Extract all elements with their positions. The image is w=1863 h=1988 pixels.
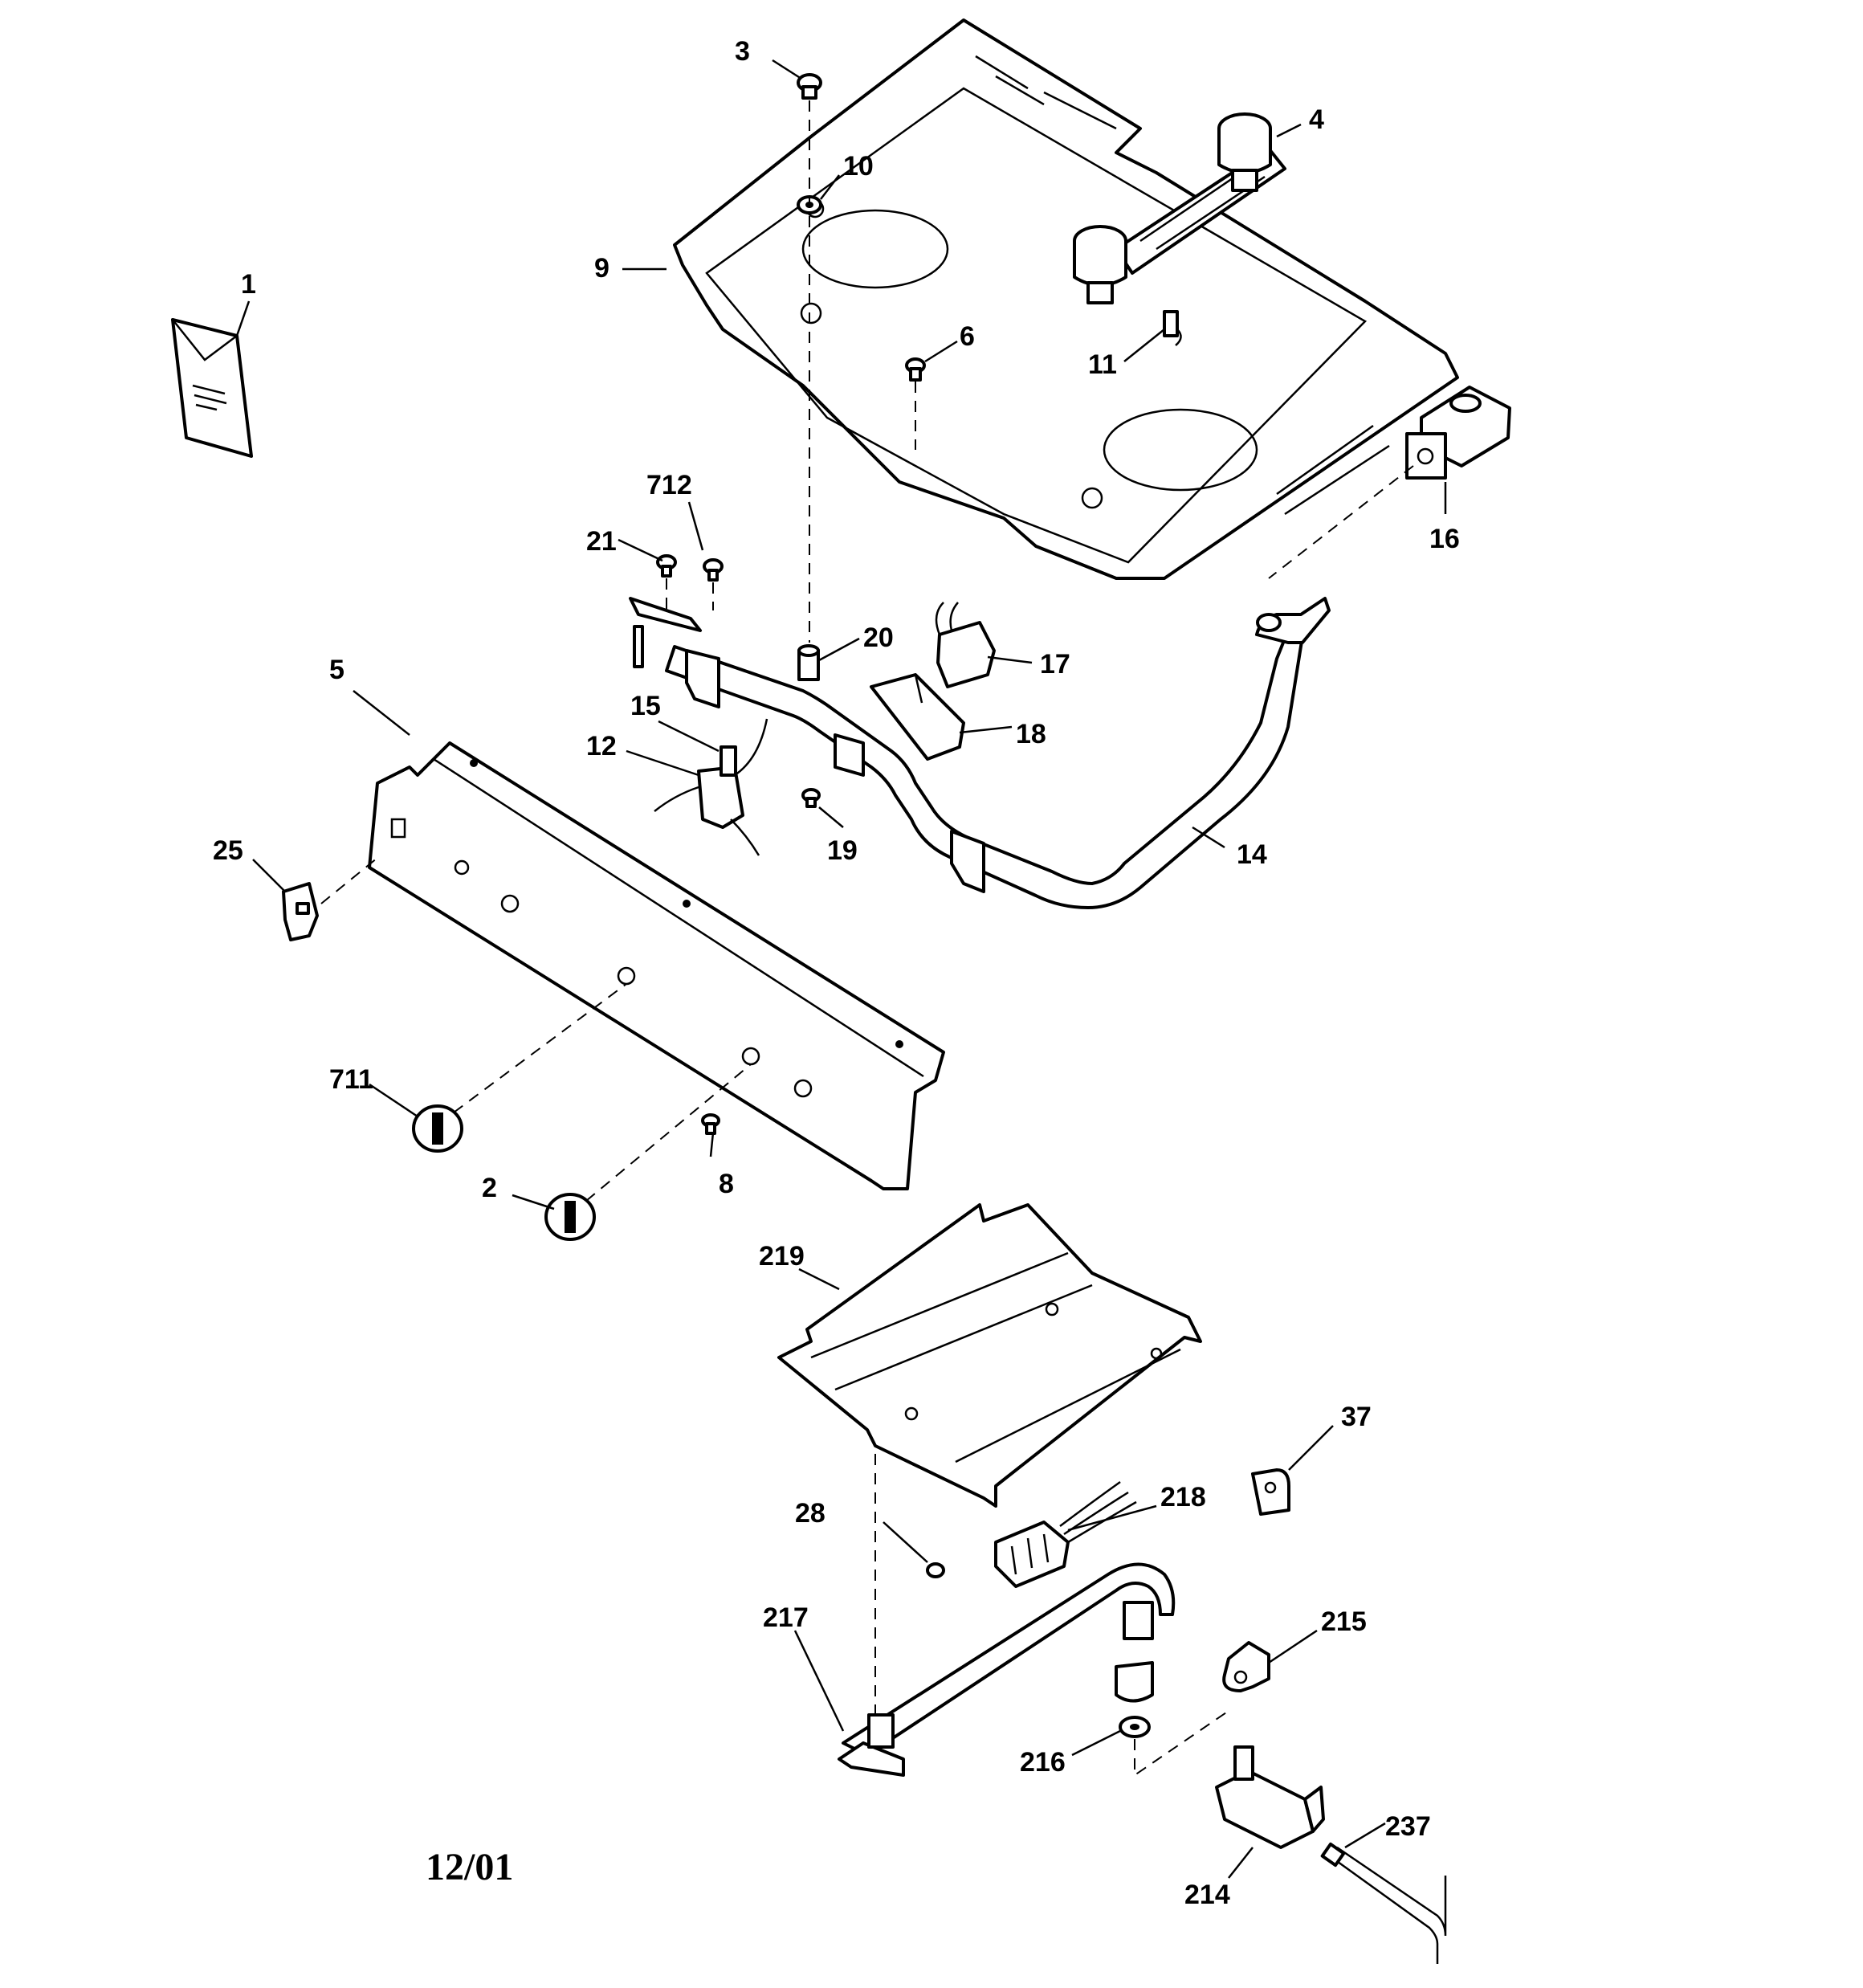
part-711-knob [412,1104,463,1153]
callout-216: 216 [1020,1747,1066,1778]
callout-16: 16 [1429,524,1460,554]
part-217-burner-tube [838,1562,1176,1777]
part-14-manifold [629,597,1331,909]
date-code: 12/01 [426,1846,513,1888]
alignment-line-711 [453,983,627,1113]
callout-8: 8 [719,1169,734,1199]
callout-12: 12 [586,731,617,761]
part-20-orifice [797,644,820,681]
callout-9: 9 [594,253,609,284]
callout-6: 6 [960,321,975,352]
callout-2: 2 [482,1173,497,1203]
callout-1: 1 [241,269,256,300]
part-3-screw [797,73,822,100]
part-214-valve [1215,1745,1325,1849]
part-25-switch [282,882,319,941]
part-219-baffle [777,1203,1202,1508]
callout-711: 711 [329,1064,373,1095]
part-12-valve [654,718,768,856]
part-4-burners [1073,112,1286,304]
callout-21: 21 [586,526,617,557]
part-712-screw [703,558,724,582]
callout-18: 18 [1016,719,1046,749]
callout-217: 217 [763,1602,809,1633]
callout-11: 11 [1088,349,1117,380]
callout-15: 15 [630,691,661,721]
leader-lines [235,59,1447,1879]
part-2-knob [544,1193,596,1241]
alignment-line-2 [585,1063,752,1202]
callout-237: 237 [1385,1811,1431,1842]
part-5-control-panel [368,741,945,1190]
part-9-burner-box [673,18,1459,580]
callout-3: 3 [735,36,750,67]
callout-10: 10 [843,151,874,182]
part-19-screw [801,788,821,808]
callout-labels: 1 2 3 4 5 6 8 9 10 11 12 14 15 16 17 18 … [213,36,1460,1910]
part-8-screw [701,1113,720,1135]
callout-17: 17 [1040,649,1070,680]
callout-5: 5 [329,655,344,685]
callout-712: 712 [646,470,692,500]
part-6-screw [905,357,926,382]
part-1-envelope [171,318,253,458]
part-11-clip [1163,310,1182,346]
alignment-line-216 [1134,1710,1229,1777]
callout-4: 4 [1309,104,1324,135]
callout-25: 25 [213,835,243,866]
callout-219: 219 [759,1241,805,1272]
part-16-regulator [1405,386,1511,480]
part-17-switch [935,602,996,688]
part-216-orifice-hood [1115,1661,1154,1738]
part-28-clip [926,1562,945,1578]
callout-218: 218 [1160,1482,1206,1512]
callout-19: 19 [827,835,858,866]
part-37-bracket [1251,1468,1290,1516]
callout-215: 215 [1321,1606,1367,1637]
part-215-bracket [1222,1641,1270,1692]
part-18-plate [870,673,965,761]
callout-214: 214 [1184,1880,1230,1910]
alignment-line-25 [320,857,378,904]
part-21-screw [656,554,677,578]
callout-14: 14 [1237,839,1267,870]
callout-20: 20 [863,623,894,653]
callout-37: 37 [1341,1402,1372,1432]
part-237-tube [1320,1842,1447,1964]
callout-28: 28 [795,1498,826,1529]
